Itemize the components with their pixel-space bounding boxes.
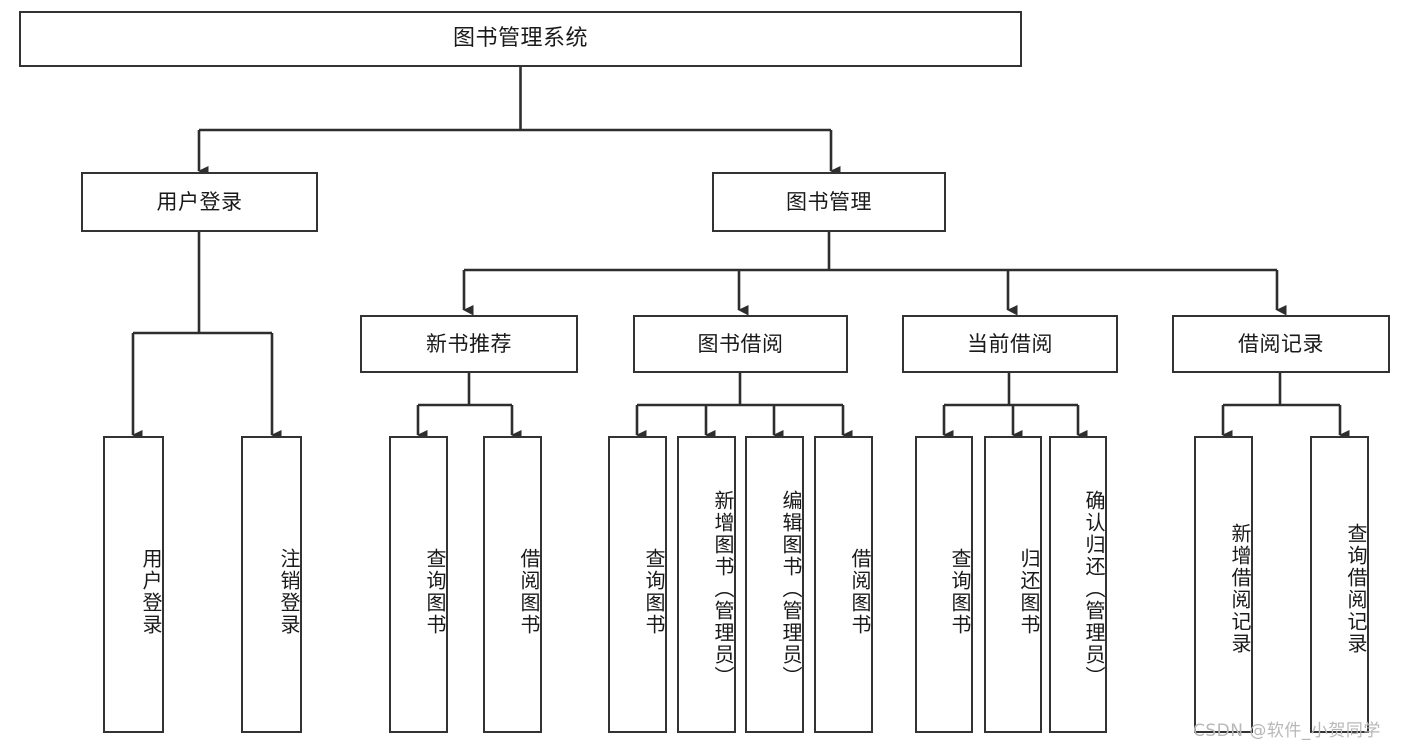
leaf-confirm-return-admin[interactable]: 确认归还（管理员） xyxy=(1049,436,1107,733)
node-root-system[interactable]: 图书管理系统 xyxy=(19,11,1022,67)
leaf-add-borrow-record[interactable]: 新增借阅记录 xyxy=(1194,436,1253,733)
node-borrow-record[interactable]: 借阅记录 xyxy=(1172,315,1390,373)
leaf-query-borrow-record[interactable]: 查询借阅记录 xyxy=(1310,436,1369,733)
leaf-borrow-book[interactable]: 借阅图书 xyxy=(814,436,873,733)
leaf-query-book-borrow[interactable]: 查询图书 xyxy=(608,436,667,733)
leaf-user-login[interactable]: 用户登录 xyxy=(103,436,164,733)
csdn-watermark: CSDN @软件_小贺同学 xyxy=(1193,721,1381,741)
node-new-book-recommend[interactable]: 新书推荐 xyxy=(360,315,578,373)
leaf-borrow-book-recommend[interactable]: 借阅图书 xyxy=(483,436,542,733)
node-book-management[interactable]: 图书管理 xyxy=(712,172,946,232)
leaf-query-book-recommend[interactable]: 查询图书 xyxy=(389,436,448,733)
node-user-login[interactable]: 用户登录 xyxy=(81,172,318,232)
leaf-user-logout[interactable]: 注销登录 xyxy=(241,436,302,733)
leaf-return-book[interactable]: 归还图书 xyxy=(984,436,1042,733)
node-book-borrow[interactable]: 图书借阅 xyxy=(633,315,848,373)
leaf-edit-book-admin[interactable]: 编辑图书（管理员） xyxy=(745,436,804,733)
node-current-borrow[interactable]: 当前借阅 xyxy=(902,315,1118,373)
leaf-add-book-admin[interactable]: 新增图书（管理员） xyxy=(677,436,736,733)
leaf-query-book-current[interactable]: 查询图书 xyxy=(915,436,973,733)
